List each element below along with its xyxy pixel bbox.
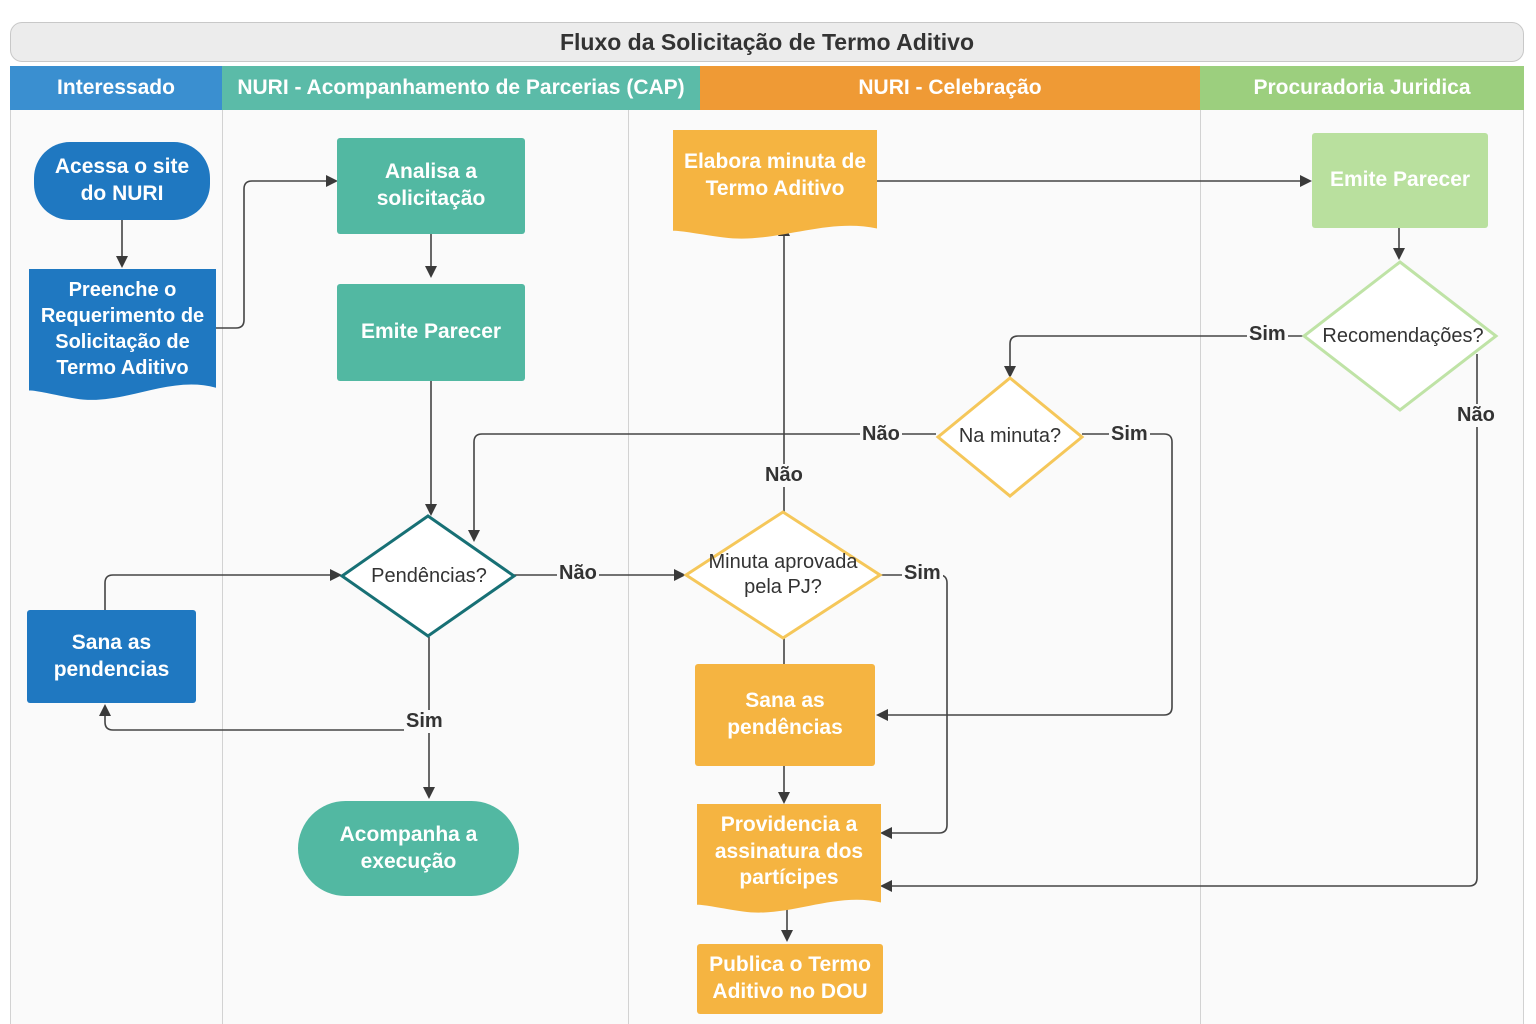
lane-header-cap: NURI - Acompanhamento de Parcerias (CAP) <box>222 66 700 110</box>
node-analisa-solicitacao: Analisa a solicitação <box>337 138 525 234</box>
node-sana-pendencias-interessado: Sana as pendencias <box>27 610 196 703</box>
edge-na-minuta-sim-to-sana <box>876 433 1173 721</box>
lane-header-celebracao: NURI - Celebração <box>700 66 1200 110</box>
edge-label-na-minuta-nao: Não <box>860 423 902 446</box>
edge-label-minuta-nao: Não <box>763 464 805 487</box>
edge-label-pendencias-sim: Sim <box>404 710 445 733</box>
node-providencia-assinatura: Providencia a assinatura dos partícipes <box>697 804 881 916</box>
edge-label-pendencias-nao: Não <box>557 562 599 585</box>
edge-preenche-to-analisa <box>216 175 338 329</box>
decision-pendencias-label: Pendências? <box>371 564 487 587</box>
decision-na-minuta-shape <box>935 376 1085 498</box>
edge-label-minuta-sim: Sim <box>902 562 943 585</box>
node-elabora-minuta: Elabora minuta de Termo Aditivo <box>673 130 877 242</box>
node-sana-pendencias-celebracao: Sana as pendências <box>695 664 875 766</box>
edge-label-recomendacoes-nao: Não <box>1455 404 1497 427</box>
decision-minuta-aprovada-label: Minuta aprovada pela PJ? <box>708 551 858 598</box>
edge-label-na-minuta-sim: Sim <box>1109 423 1150 446</box>
edge-minuta-sim-to-providencia <box>880 574 948 839</box>
decision-recomendacoes-label: Recomendações? <box>1322 324 1484 347</box>
node-emite-parecer-pj: Emite Parecer <box>1312 133 1488 228</box>
diagram-title: Fluxo da Solicitação de Termo Aditivo <box>10 22 1524 62</box>
decision-recomendacoes-shape <box>1301 260 1499 412</box>
decision-minuta-aprovada-shape <box>683 510 883 640</box>
node-acessa-site: Acessa o site do NURI <box>34 142 210 220</box>
node-emite-parecer-cap: Emite Parecer <box>337 284 525 381</box>
node-preenche-requerimento: Preenche o Requerimento de Solicitação d… <box>29 269 216 404</box>
node-publica-dou: Publica o Termo Aditivo no DOU <box>697 944 883 1014</box>
edge-label-recomendacoes-sim: Sim <box>1247 323 1288 346</box>
edge-sana-to-pendencias <box>104 569 342 610</box>
edge-na-minuta-nao-to-pendencias <box>468 433 936 542</box>
edge-recomendacoes-sim-to-na-minuta <box>1004 335 1306 378</box>
lane-header-procuradoria: Procuradoria Juridica <box>1200 66 1524 110</box>
lane-header-interessado: Interessado <box>10 66 222 110</box>
edge-recomendacoes-nao-to-providencia <box>880 354 1478 892</box>
decision-na-minuta-label: Na minuta? <box>958 424 1062 447</box>
decision-pendencias-shape <box>339 514 517 638</box>
node-acompanha-execucao: Acompanha a execução <box>298 801 519 896</box>
edge-pendencias-sim-to-sana <box>99 637 430 731</box>
lane-procuradoria <box>1200 110 1524 1024</box>
